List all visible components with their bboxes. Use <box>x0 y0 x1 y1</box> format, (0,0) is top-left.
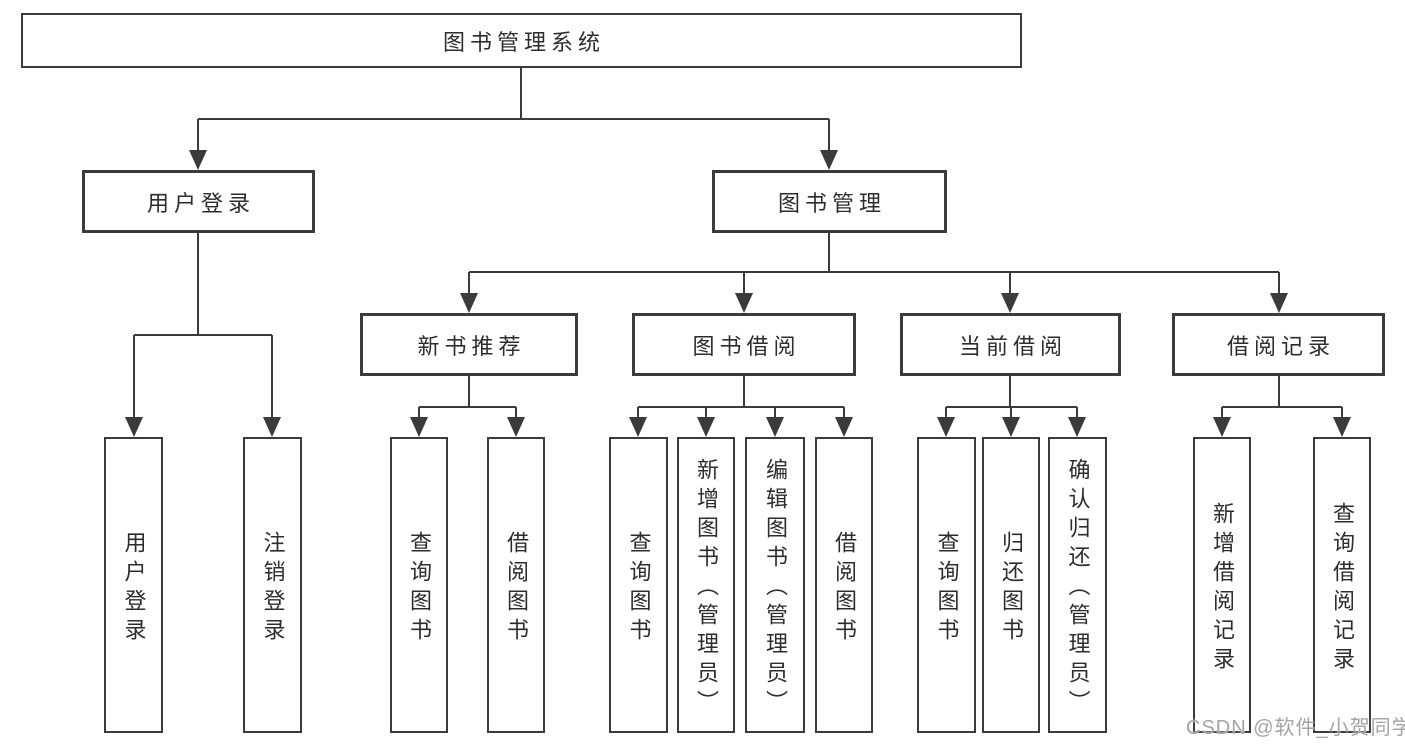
node-book-management: 图书管理 <box>712 170 947 233</box>
leaf-recommend-query-books-label: 查询图书 <box>407 530 432 647</box>
leaf-recommend-borrow-books: 借阅图书 <box>487 437 545 733</box>
leaf-borrow-edit-books-admin: 编辑图书（管理员） <box>745 437 805 733</box>
node-new-book-recommend: 新书推荐 <box>360 313 578 376</box>
node-borrowing-records-label: 借阅记录 <box>1226 333 1335 359</box>
leaf-borrow-query-books: 查询图书 <box>609 437 668 733</box>
leaf-current-query-books: 查询图书 <box>917 437 976 733</box>
leaf-borrow-borrow-books: 借阅图书 <box>815 437 873 733</box>
node-current-borrowing: 当前借阅 <box>900 313 1121 376</box>
leaf-recommend-query-books: 查询图书 <box>390 437 448 733</box>
node-book-borrowing-label: 图书借阅 <box>692 333 801 359</box>
leaf-user-login: 用户登录 <box>104 437 163 733</box>
leaf-recommend-borrow-books-label: 借阅图书 <box>504 530 529 647</box>
leaf-records-query-record: 查询借阅记录 <box>1313 437 1371 733</box>
node-new-book-recommend-label: 新书推荐 <box>417 333 526 359</box>
leaf-logout-label: 注销登录 <box>260 530 286 647</box>
leaf-current-return-books: 归还图书 <box>982 437 1040 733</box>
node-book-management-label: 图书管理 <box>777 190 886 216</box>
leaf-records-query-record-label: 查询借阅记录 <box>1330 501 1355 676</box>
leaf-borrow-query-books-label: 查询图书 <box>626 530 652 647</box>
node-user-login-label: 用户登录 <box>146 190 255 216</box>
leaf-records-add-record-label: 新增借阅记录 <box>1210 501 1235 676</box>
leaf-current-query-books-label: 查询图书 <box>934 530 960 647</box>
leaf-borrow-add-books-admin: 新增图书（管理员） <box>677 437 735 733</box>
leaf-user-login-label: 用户登录 <box>121 530 147 647</box>
node-library-system: 图书管理系统 <box>21 13 1022 68</box>
leaf-current-return-books-label: 归还图书 <box>999 530 1024 647</box>
leaf-borrow-add-books-admin-label: 新增图书（管理员） <box>694 458 719 719</box>
leaf-current-confirm-return-admin-label: 确认归还（管理员） <box>1065 458 1091 719</box>
leaf-records-add-record: 新增借阅记录 <box>1193 437 1251 733</box>
leaf-borrow-edit-books-admin-label: 编辑图书（管理员） <box>763 458 788 719</box>
leaf-logout: 注销登录 <box>243 437 302 733</box>
leaf-current-confirm-return-admin: 确认归还（管理员） <box>1048 437 1107 733</box>
leaf-borrow-borrow-books-label: 借阅图书 <box>832 530 857 647</box>
node-library-system-label: 图书管理系统 <box>442 29 605 55</box>
node-current-borrowing-label: 当前借阅 <box>958 333 1067 359</box>
csdn-watermark: CSDN @软件_小贺同学 <box>1186 717 1405 739</box>
node-book-borrowing: 图书借阅 <box>632 313 856 376</box>
node-user-login: 用户登录 <box>82 170 315 233</box>
node-borrowing-records: 借阅记录 <box>1172 313 1385 376</box>
arrowheads <box>125 150 1351 437</box>
